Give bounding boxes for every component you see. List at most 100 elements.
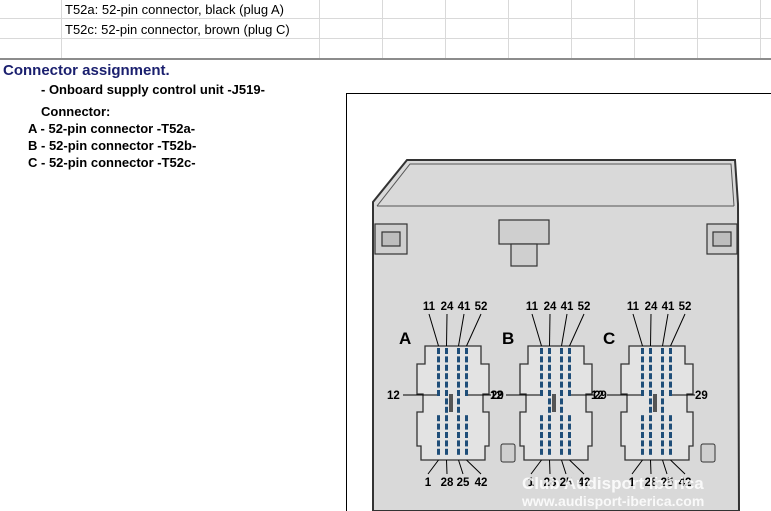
leader-line	[531, 313, 542, 347]
pin-number-top: 52	[679, 301, 692, 313]
pin	[669, 348, 672, 354]
mounting-clip-center	[498, 219, 550, 267]
pin	[548, 440, 551, 447]
connector-item-a: A - 52-pin connector -T52a-	[28, 121, 196, 136]
pin	[669, 423, 672, 430]
pin-number-right: 29	[594, 390, 607, 402]
pin	[548, 364, 551, 371]
leader-line	[549, 459, 551, 475]
pin	[445, 440, 448, 447]
pin	[540, 364, 543, 371]
grid-line	[319, 0, 320, 58]
pin	[457, 440, 460, 447]
leader-line	[662, 459, 668, 475]
pin-number-bottom: 42	[578, 477, 591, 489]
pin-number-bottom: 25	[560, 477, 573, 489]
pin	[649, 390, 652, 396]
leader-line	[650, 459, 652, 475]
pin	[437, 348, 440, 354]
pin	[641, 448, 644, 455]
pin	[649, 440, 652, 447]
pin	[661, 390, 664, 396]
pin	[445, 356, 448, 363]
pin	[560, 423, 563, 430]
pin	[661, 415, 664, 422]
pin	[669, 440, 672, 447]
pin	[649, 398, 652, 405]
pin	[548, 448, 551, 455]
pin	[548, 356, 551, 363]
pin	[445, 348, 448, 354]
pin	[568, 440, 571, 447]
pin	[649, 373, 652, 380]
pin	[465, 381, 468, 388]
pin-number-top: 11	[423, 301, 436, 313]
pin	[465, 348, 468, 354]
pin-number-bottom: 25	[457, 477, 470, 489]
pin	[465, 390, 468, 396]
grid-line	[508, 0, 509, 58]
pin	[465, 356, 468, 363]
pin	[540, 390, 543, 396]
pin	[548, 381, 551, 388]
leader-line	[561, 313, 568, 347]
leader-line	[569, 459, 585, 475]
page-title: Connector assignment.	[3, 62, 170, 79]
sheet-divider	[0, 58, 771, 60]
mounting-clip-right	[706, 223, 738, 255]
pin-number-left: 12	[387, 390, 400, 402]
pin	[669, 448, 672, 455]
pin-number-bottom: 28	[544, 477, 557, 489]
unit-line: - Onboard supply control unit -J519-	[41, 82, 265, 97]
pin-number-top: 11	[526, 301, 539, 313]
pin	[649, 381, 652, 388]
pin	[445, 432, 448, 438]
leader-line	[561, 459, 567, 475]
pin	[465, 423, 468, 430]
pin	[457, 415, 460, 422]
pin	[560, 356, 563, 363]
pin	[457, 406, 460, 413]
pin-number-right: 29	[695, 390, 708, 402]
pin	[568, 390, 571, 396]
leader-line	[650, 313, 652, 347]
sheet-cell-t52a[interactable]: T52a: 52-pin connector, black (plug A)	[65, 2, 284, 17]
pin	[437, 415, 440, 422]
pin	[445, 423, 448, 430]
grid-line	[0, 18, 771, 19]
pin	[641, 390, 644, 396]
pin-number-right: 29	[491, 390, 504, 402]
pin-number-bottom: 1	[629, 477, 636, 489]
plug-letter: B	[502, 329, 514, 348]
key-slot	[449, 394, 453, 412]
pin	[437, 432, 440, 438]
pin	[540, 415, 543, 422]
pin-number-left: 12	[591, 390, 604, 402]
pin	[457, 348, 460, 354]
pin	[649, 348, 652, 354]
pin	[465, 415, 468, 422]
pin	[540, 440, 543, 447]
pin-number-bottom: 42	[475, 477, 488, 489]
pin	[445, 364, 448, 371]
pin	[560, 398, 563, 405]
grid-line	[697, 0, 698, 58]
pin	[568, 356, 571, 363]
leader-line	[530, 459, 542, 475]
pin	[641, 415, 644, 422]
leader-line	[466, 313, 482, 347]
pin	[641, 356, 644, 363]
pin	[560, 390, 563, 396]
grid-line	[382, 0, 383, 58]
pin	[669, 381, 672, 388]
pin	[437, 356, 440, 363]
pin	[465, 448, 468, 455]
pin	[661, 356, 664, 363]
pin	[649, 406, 652, 413]
sheet-cell-t52c[interactable]: T52c: 52-pin connector, brown (plug C)	[65, 22, 290, 37]
pin	[465, 432, 468, 438]
pin	[445, 448, 448, 455]
connector-item-b: B - 52-pin connector -T52b-	[28, 138, 197, 153]
